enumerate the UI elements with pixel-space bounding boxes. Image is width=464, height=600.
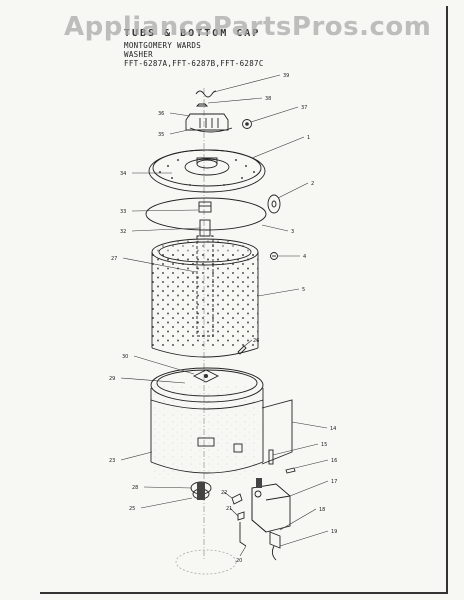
callout-3: 3 <box>291 229 294 235</box>
callout-20: 20 <box>236 558 242 564</box>
callout-17: 17 <box>331 479 337 485</box>
callout-32: 32 <box>120 229 126 235</box>
hub-nut-part <box>198 201 212 237</box>
model-numbers-label: FFT-6287A,FFT-6287B,FFT-6287C <box>124 59 264 68</box>
nut-part <box>242 119 252 129</box>
drain-hose-part <box>269 531 281 561</box>
spring-clip-part <box>195 90 217 107</box>
callout-35: 35 <box>158 132 164 138</box>
callout-4: 4 <box>303 254 306 260</box>
callout-18: 18 <box>319 507 325 513</box>
pin-parts <box>268 449 296 474</box>
callout-37: 37 <box>301 105 307 111</box>
screw-part <box>270 252 278 260</box>
callout-5: 5 <box>302 287 305 293</box>
callout-15: 15 <box>321 442 327 448</box>
callout-23: 23 <box>109 458 115 464</box>
callout-39: 39 <box>283 73 289 79</box>
callout-2: 2 <box>311 181 314 187</box>
callout-1: 1 <box>307 135 310 141</box>
balance-ring-part <box>148 149 266 193</box>
leader-lines <box>120 74 329 557</box>
callout-22: 22 <box>221 490 227 496</box>
callout-28: 28 <box>132 485 138 491</box>
shield-panel-part <box>261 399 293 465</box>
small-disk-part <box>267 194 281 214</box>
callout-14: 14 <box>330 426 336 432</box>
bottom-seal-ghost <box>175 549 237 575</box>
callout-38: 38 <box>265 96 271 102</box>
pump-housing-part <box>251 478 291 533</box>
callout-29: 29 <box>109 376 115 382</box>
pump-pulley-part <box>190 481 212 500</box>
page-border <box>40 6 448 594</box>
callout-36: 36 <box>158 111 164 117</box>
diagram-title: TUBS & BOTTOM CAP <box>124 28 261 39</box>
callout-19: 19 <box>331 529 337 535</box>
clamp-parts <box>231 493 247 547</box>
brand-label: MONTGOMERY WARDS <box>124 41 202 50</box>
callout-labels: 39 38 37 36 35 1 34 2 33 32 3 27 4 5 26 … <box>109 73 337 564</box>
callout-16: 16 <box>331 458 337 464</box>
tub-gasket-part <box>145 197 267 231</box>
watermark-text: AppliancePartsPros.com <box>64 12 432 42</box>
outer-tub-part <box>150 367 264 478</box>
callout-34: 34 <box>120 171 126 177</box>
callout-25: 25 <box>129 506 135 512</box>
callout-27: 27 <box>111 256 117 262</box>
callout-30: 30 <box>122 354 128 360</box>
agitator-cap-part <box>185 113 233 133</box>
appliance-type-label: WASHER <box>124 50 153 59</box>
callout-33: 33 <box>120 209 126 215</box>
callout-26: 26 <box>253 338 259 344</box>
spin-basket-part <box>151 235 259 358</box>
callout-21: 21 <box>226 506 232 512</box>
